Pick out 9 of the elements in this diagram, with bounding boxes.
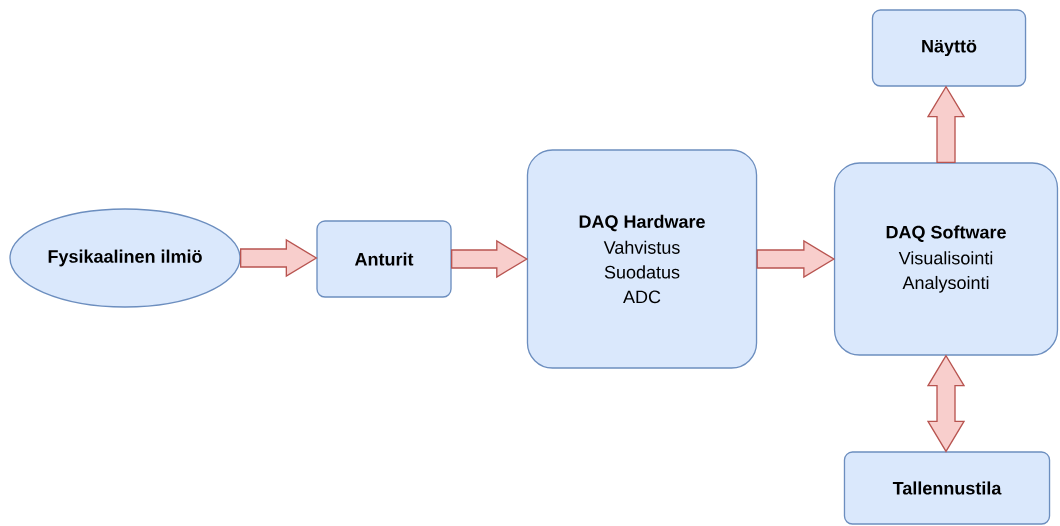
block-arrow (240, 238, 318, 278)
process-box: Tallennustila (843, 451, 1051, 525)
process-box: DAQ Hardware Vahvistus Suodatus ADC (526, 149, 758, 369)
block-arrow (756, 239, 836, 279)
process-box: Anturit (316, 220, 452, 298)
block-arrow (926, 85, 966, 163)
process-box: DAQ Software Visualisointi Analysointi (833, 162, 1059, 356)
block-arrow (451, 239, 529, 279)
process-box: Näyttö (871, 9, 1027, 87)
